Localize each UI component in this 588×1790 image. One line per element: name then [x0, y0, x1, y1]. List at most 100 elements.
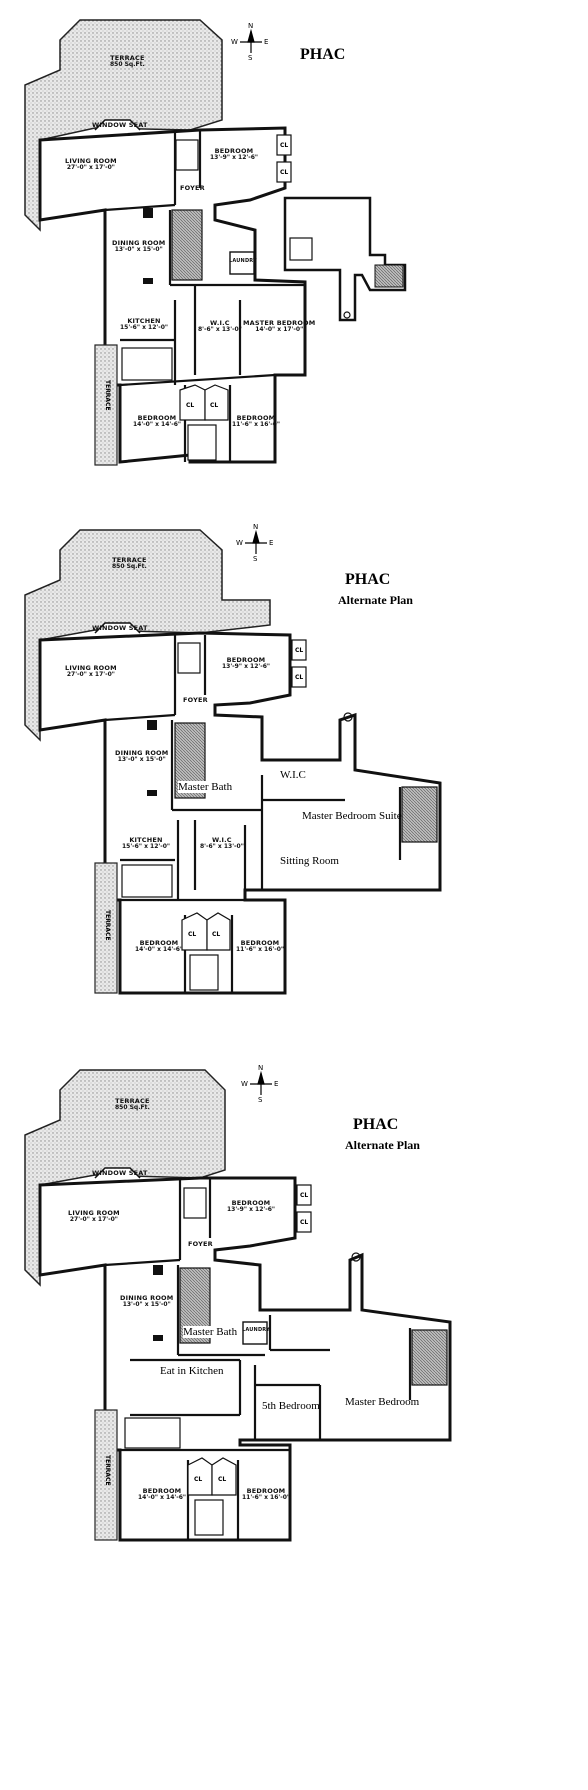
master-bedroom-label: Master Bedroom — [345, 1396, 420, 1408]
compass-n: N — [253, 523, 259, 531]
side-terrace — [94, 1409, 118, 1541]
interior-walls — [104, 633, 402, 993]
window-seat — [94, 1167, 141, 1179]
compass-w: W — [231, 38, 238, 46]
bath-bottom — [124, 1417, 181, 1449]
bathroom-hatch — [171, 209, 203, 281]
window-seat — [94, 622, 141, 634]
terrace-area — [24, 1069, 226, 1287]
side-terrace — [94, 344, 118, 466]
fifth-bedroom-label: 5th Bedroom — [262, 1400, 320, 1412]
plan-title: PHAC — [300, 46, 346, 63]
foyer-label: FOYER — [188, 1240, 213, 1248]
compass-w: W — [241, 1080, 248, 1088]
closet-label: CL — [218, 1476, 227, 1483]
bath-top — [175, 139, 199, 171]
bath-top — [183, 1187, 207, 1219]
closet-label: CL — [295, 674, 304, 681]
plan-subtitle: Alternate Plan — [345, 1138, 420, 1152]
compass-w: W — [236, 539, 243, 547]
closet-label: CL — [188, 931, 197, 938]
closet-label: CL — [212, 931, 221, 938]
closets — [179, 134, 292, 421]
interior-walls — [104, 1178, 412, 1540]
compass-e: E — [274, 1080, 279, 1088]
floor-plan-2-drawing — [24, 529, 442, 995]
side-terrace-label: TERRACE — [104, 910, 111, 941]
plan-title: PHAC — [345, 571, 391, 588]
master-bath-label: Master Bath — [183, 1326, 238, 1338]
sitting-room-label: Sitting Room — [280, 855, 339, 867]
master-suite-label: Master Bedroom Suite — [302, 810, 402, 822]
eat-in-kitchen-label: Eat in Kitchen — [160, 1365, 224, 1377]
wic-big-label: W.I.C — [280, 769, 306, 781]
window-seat-label: WINDOW SEAT — [92, 1169, 148, 1177]
side-terrace-label: TERRACE — [104, 1455, 111, 1486]
compass-n: N — [248, 22, 254, 30]
closet-label: CL — [280, 169, 289, 176]
floor-plan-3-drawing — [24, 1069, 452, 1542]
window-seat-label: WINDOW SEAT — [92, 121, 148, 129]
suite-bath — [401, 786, 438, 843]
laundry-label: LAUNDRY — [242, 1327, 270, 1333]
laundry-box — [229, 251, 255, 275]
compass-n: N — [258, 1064, 264, 1072]
apartment-walls — [38, 1176, 452, 1542]
bath-br — [187, 424, 217, 461]
compass-s: S — [258, 1096, 263, 1104]
apartment-walls — [38, 631, 442, 995]
compass-3 — [250, 1070, 272, 1095]
closet-label: CL — [300, 1219, 309, 1226]
foyer-label: FOYER — [180, 184, 205, 192]
plan-subtitle: Alternate Plan — [338, 593, 413, 607]
suite-bath — [411, 1329, 448, 1386]
closet-label: CL — [186, 402, 195, 409]
bath-bottom — [121, 864, 173, 898]
side-terrace — [94, 862, 118, 994]
foyer-label: FOYER — [183, 696, 208, 704]
compass-2 — [245, 529, 267, 554]
upper-annex — [283, 196, 407, 322]
laundry-label: LAUNDRY — [229, 258, 257, 264]
closet-label: CL — [210, 402, 219, 409]
compass-1 — [240, 28, 262, 53]
bath-br — [194, 1499, 224, 1536]
floor-plan-1-drawing — [24, 19, 407, 466]
bath-top — [177, 642, 201, 674]
window-seat-label: WINDOW SEAT — [92, 624, 148, 632]
closet-label: CL — [194, 1476, 203, 1483]
bath-bottom — [121, 347, 173, 381]
master-bath-label: Master Bath — [178, 781, 233, 793]
closets — [187, 1184, 312, 1496]
side-terrace-label: TERRACE — [104, 380, 111, 411]
closet-label: CL — [300, 1192, 309, 1199]
compass-e: E — [269, 539, 274, 547]
closet-label: CL — [295, 647, 304, 654]
plan-title: PHAC — [353, 1116, 399, 1133]
compass-s: S — [248, 54, 253, 62]
